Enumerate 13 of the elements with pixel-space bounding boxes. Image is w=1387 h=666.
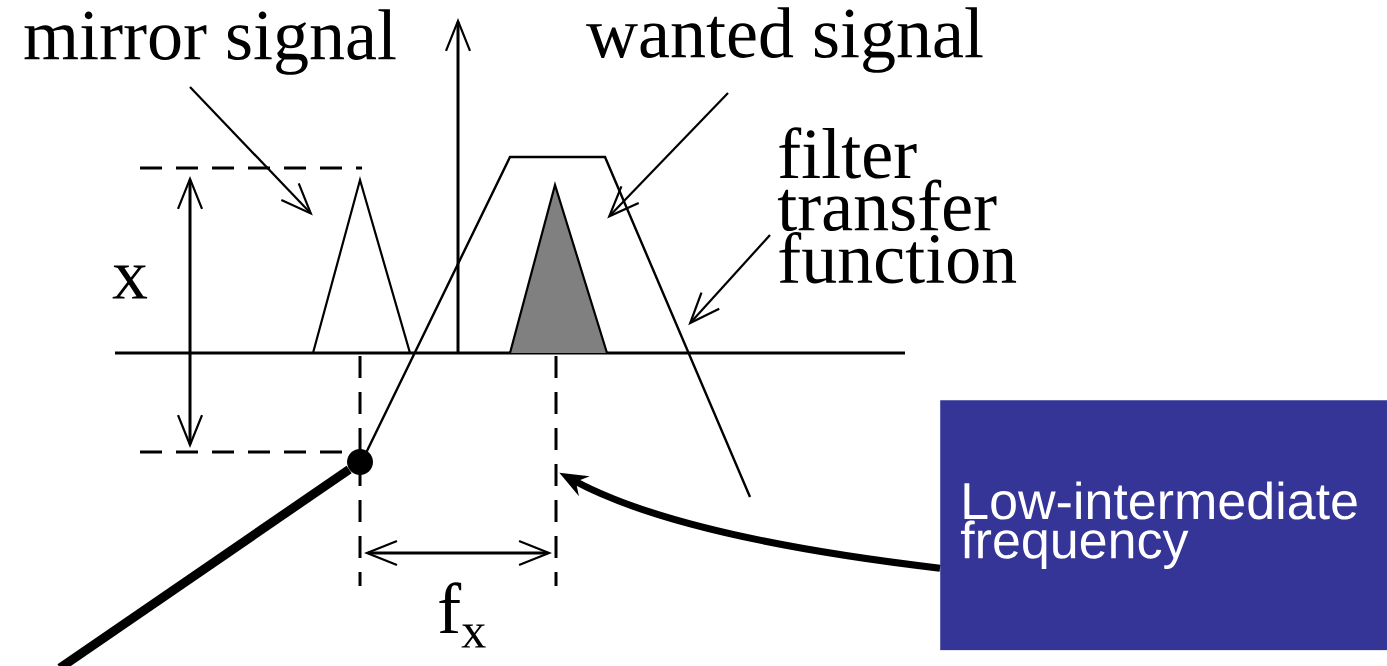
dot — [347, 449, 373, 475]
label-box: Low-intermediate frequency — [940, 400, 1387, 651]
leader-arrow — [189, 86, 313, 216]
filter-curve — [363, 155, 752, 498]
axis-label: x — [112, 265, 148, 299]
leader-arrow — [607, 92, 729, 219]
axis-label: f$_{x}$ — [439, 582, 486, 648]
callout-text: mirror signal — [24, 9, 396, 75]
leader-arrow — [688, 234, 771, 326]
callout-text: filter transfer function — [777, 127, 1017, 284]
leader-line — [57, 465, 352, 666]
callout-text: wanted signal — [586, 7, 983, 73]
dashed-line — [554, 356, 558, 586]
